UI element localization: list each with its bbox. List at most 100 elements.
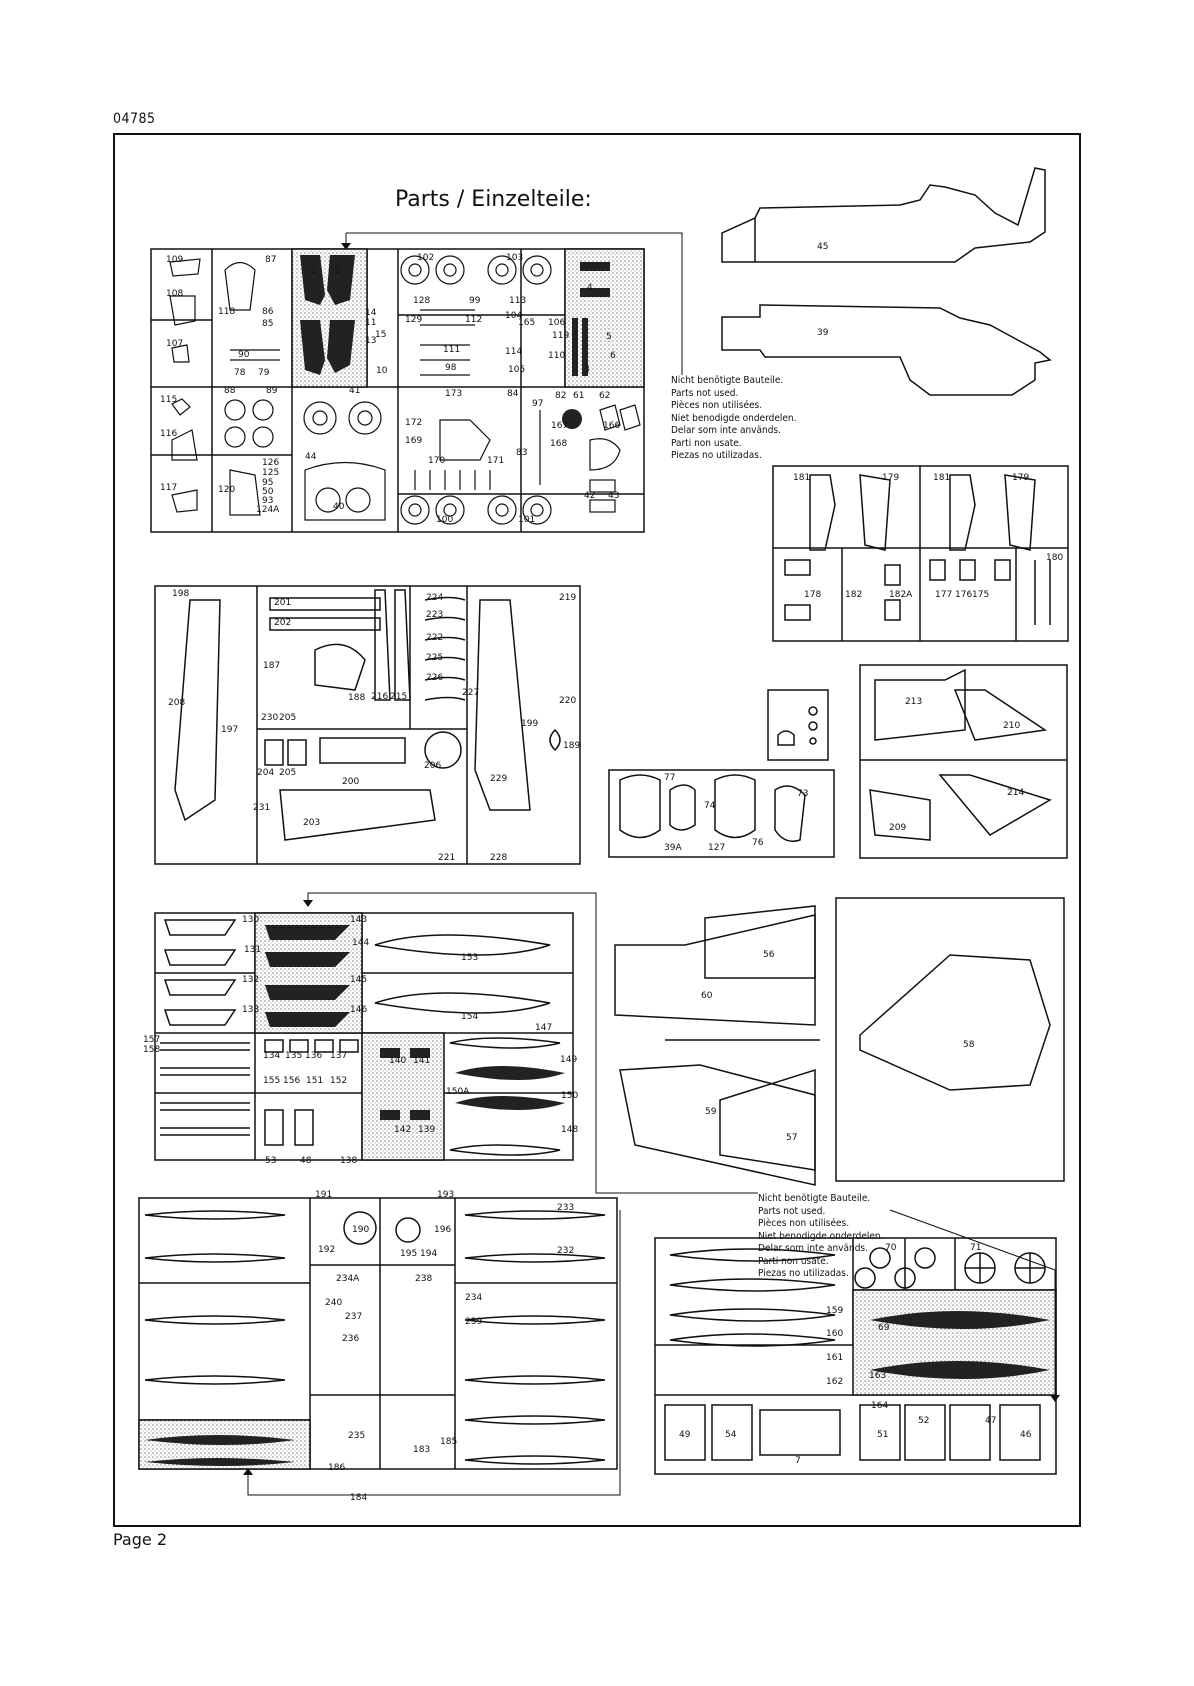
part-number-label: 238 [415,1274,432,1284]
part-number-label: 227 [462,688,479,698]
part-number-label: 118 [218,307,235,317]
part-number-label: 120 [218,485,235,495]
part-number-label: 234 [465,1293,482,1303]
part-number-label: 192 [318,1245,335,1255]
part-number-label: 141 [413,1056,430,1066]
part-number-label: 210 [1003,721,1020,731]
part-number-label: 171 [487,456,504,466]
part-number-label: 220 [559,696,576,706]
part-number-label: 190 [352,1225,369,1235]
part-number-label: 52 [918,1416,929,1426]
part-number-label: 56 [763,950,775,960]
part-number-label: 135 [285,1051,302,1061]
part-number-label: 103 [506,253,523,263]
part-number-label: 145 [350,975,367,985]
part-number-label: 49 [679,1430,691,1440]
part-number-label: 104 [505,311,522,321]
part-number-label: 15 [375,330,386,340]
part-number-label: 2 [335,266,341,276]
part-number-label: 78 [234,368,246,378]
part-number-label: 79 [258,368,270,378]
part-number-label: 208 [168,698,185,708]
part-number-label: 106 [548,318,565,328]
part-number-label: 90 [238,350,250,360]
part-number-label: 105 [508,365,525,375]
part-number-label: 163 [869,1371,886,1381]
part-number-label: 230 [261,713,278,723]
part-number-label: 6 [610,351,616,361]
part-number-label: 74 [704,801,716,811]
part-number-label: 95 [262,478,273,488]
part-number-label: 172 [405,418,422,428]
part-number-label: 99 [469,296,481,306]
part-number-label: 124A [256,505,280,515]
sprue-g-canopy [608,769,835,858]
page-title: Parts / Einzelteile: [395,187,592,212]
part-number-label: 54 [725,1430,737,1440]
part-number-label: 45 [817,242,828,252]
sprue-small-parts [767,689,829,761]
part-number-label: 58 [963,1040,975,1050]
part-number-label: 176 [955,590,972,600]
part-number-label: 224 [426,593,443,603]
part-number-label: 137 [330,1051,347,1061]
part-number-label: 201 [274,598,291,608]
part-number-label: 88 [224,386,236,396]
part-number-label: 193 [437,1190,454,1200]
part-number-label: 213 [905,697,922,707]
part-number-label: 70 [885,1243,897,1253]
part-number-label: 142 [394,1125,411,1135]
part-number-label: 179 [882,473,899,483]
part-number-label: 233 [557,1203,574,1213]
part-number-label: 155 [263,1076,280,1086]
part-number-label: 44 [305,452,317,462]
page-number: Page 2 [113,1530,167,1549]
part-number-label: 114 [505,347,522,357]
part-number-label: 119 [552,331,569,341]
part-number-label: 132 [242,975,259,985]
part-number-label: 229 [490,774,507,784]
part-number-label: 182A [889,590,913,600]
part-number-label: 139 [418,1125,435,1135]
part-number-label: 240 [325,1298,342,1308]
sprue-d-missiles [138,1197,618,1470]
part-number-label: 222 [426,633,443,643]
part-number-label: 128 [413,296,430,306]
part-number-label: 10 [376,366,388,376]
part-number-label: 148 [561,1125,578,1135]
part-number-label: 131 [244,945,261,955]
part-number-label: 133 [242,1005,259,1015]
part-number-label: 181 [793,473,810,483]
part-number-label: 71 [970,1243,981,1253]
part-number-label: 62 [599,391,610,401]
fuselage-half-39 [721,304,1052,396]
part-number-label: 169 [405,436,422,446]
part-number-label: 101 [518,515,535,525]
sprue-a-shaded-block [564,248,645,388]
part-number-label: 223 [426,610,443,620]
part-number-label: 84 [507,389,519,399]
part-number-label: 168 [550,439,567,449]
part-number-label: 221 [438,853,455,863]
part-number-label: 205 [279,768,296,778]
part-number-label: 150A [446,1087,470,1097]
part-number-label: 47 [985,1416,996,1426]
part-number-label: 98 [445,363,457,373]
part-number-label: 205 [279,713,296,723]
part-number-label: 13 [365,336,376,346]
part-number-label: 143 [350,915,367,925]
part-number-label: 191 [315,1190,332,1200]
part-number-label: 166 [603,421,620,431]
part-number-label: 206 [424,761,441,771]
part-number-label: 219 [559,593,576,603]
sprue-b [154,585,581,865]
part-number-label: 113 [509,296,526,306]
part-number-label: 100 [436,515,453,525]
part-number-label: 236 [342,1334,359,1344]
part-number-label: 186 [328,1463,345,1473]
part-number-label: 161 [826,1353,843,1363]
part-number-label: 3 [584,365,590,375]
part-number-label: 204 [257,768,274,778]
part-number-label: 144 [352,938,369,948]
